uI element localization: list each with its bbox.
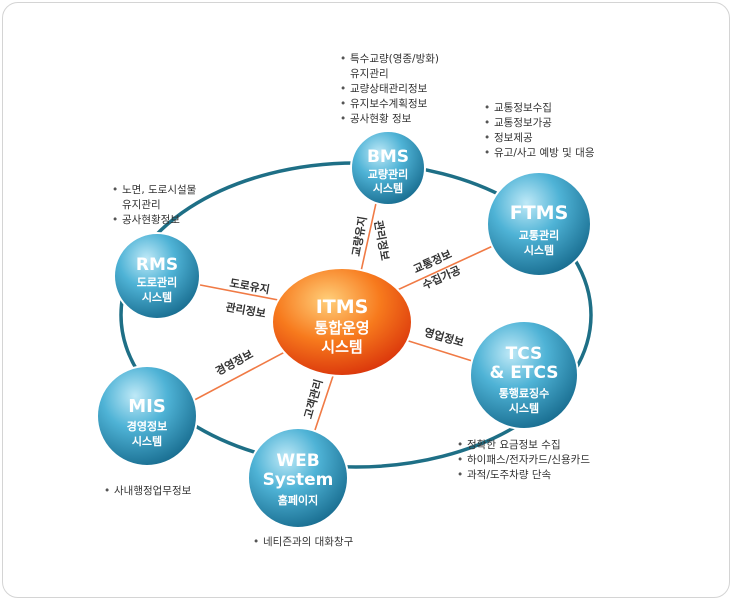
ftms-title: FTMS — [510, 202, 569, 224]
link-label-bms-a: 교량유지 — [349, 215, 370, 257]
rms-subtitle-line2: 시스템 — [142, 290, 172, 304]
mis-subtitle-line1: 경영정보 — [127, 419, 167, 433]
ftms-subtitle-line2: 시스템 — [524, 243, 554, 257]
ftms-bullet-item: 유고/사고 예방 및 대응 — [484, 146, 595, 161]
mis-title: MIS — [128, 396, 166, 417]
link-label-tcs: 영업정보 — [423, 325, 466, 350]
tcs-bullet-item: 정확한 요금정보 수집 — [457, 438, 590, 453]
link-label-bms-b: 관리정보 — [372, 219, 393, 261]
web-title-line1: WEB — [276, 451, 319, 471]
bms-subtitle-line2: 시스템 — [373, 181, 403, 195]
tcs-subtitle-line1: 통행료징수 — [499, 386, 550, 400]
bms-title: BMS — [367, 147, 409, 167]
web-subtitle-line1: 홈페이지 — [278, 493, 318, 507]
tcs-bullet-item: 하이패스/전자카드/신용카드 — [457, 453, 590, 468]
bms-node[interactable]: BMS 교량관리 시스템 — [350, 130, 426, 206]
link-label-rms-a: 도로유지 — [229, 276, 271, 297]
ftms-bullet-item: 교통정보가공 — [484, 116, 595, 131]
itms-subtitle-line2: 시스템 — [321, 338, 362, 356]
rms-bullet-list: 노면, 도로시설물 유지관리 공사현황정보 — [112, 183, 196, 228]
mis-subtitle-line2: 시스템 — [132, 434, 162, 448]
web-bullet-item: 네티즌과의 대화창구 — [253, 535, 353, 550]
rms-bullet-item: 노면, 도로시설물 유지관리 — [112, 183, 196, 213]
link-label-rms-b: 관리정보 — [225, 300, 267, 321]
ftms-node[interactable]: FTMS 교통관리 시스템 — [486, 171, 592, 277]
web-bullet-list: 네티즌과의 대화창구 — [253, 535, 353, 550]
rms-subtitle-line1: 도로관리 — [137, 275, 177, 289]
tcs-bullet-item: 과적/도주차량 단속 — [457, 468, 590, 483]
rms-bullet-item: 공사현황정보 — [112, 213, 196, 228]
ftms-bullet-list: 교통정보수집 교통정보가공 정보제공 유고/사고 예방 및 대응 — [484, 101, 595, 161]
itms-subtitle-line1: 통합운영 — [314, 319, 369, 337]
rms-title: RMS — [136, 255, 178, 275]
link-label-mis: 경영정보 — [213, 347, 255, 378]
web-title-line2: System — [263, 470, 334, 490]
tcs-bullet-list: 정확한 요금정보 수집 하이패스/전자카드/신용카드 과적/도주차량 단속 — [457, 438, 590, 483]
tcs-subtitle-line2: 시스템 — [509, 401, 539, 415]
mis-node[interactable]: MIS 경영정보 시스템 — [96, 365, 198, 467]
bms-bullet-list: 특수교량(영종/방화) 유지관리 교량상태관리정보 유지보수계획정보 공사현황 … — [340, 52, 439, 127]
bms-subtitle-line1: 교량관리 — [368, 167, 408, 181]
link-label-web: 고객관리 — [301, 378, 326, 421]
tcs-title-line1: TCS — [506, 344, 543, 364]
rms-node[interactable]: RMS 도로관리 시스템 — [113, 232, 201, 320]
web-system-node[interactable]: WEB System 홈페이지 — [247, 427, 349, 529]
ftms-subtitle-line1: 교통관리 — [519, 228, 559, 242]
itms-center-node[interactable]: ITMS 통합운영 시스템 — [271, 267, 413, 377]
spoke-ftms — [379, 244, 496, 299]
bms-bullet-item: 유지보수계획정보 — [340, 97, 439, 112]
mis-bullet-list: 사내행정업무정보 — [104, 484, 191, 499]
bms-bullet-item: 특수교량(영종/방화) 유지관리 — [340, 52, 439, 82]
mis-bullet-item: 사내행정업무정보 — [104, 484, 191, 499]
bms-bullet-item: 교량상태관리정보 — [340, 82, 439, 97]
bms-bullet-item: 공사현황 정보 — [340, 112, 439, 127]
ftms-bullet-item: 교통정보수집 — [484, 101, 595, 116]
itms-title: ITMS — [316, 296, 369, 318]
ftms-bullet-item: 정보제공 — [484, 131, 595, 146]
tcs-etcs-node[interactable]: TCS & ETCS 통행료징수 시스템 — [469, 320, 579, 430]
tcs-title-line2: & ETCS — [490, 363, 559, 383]
